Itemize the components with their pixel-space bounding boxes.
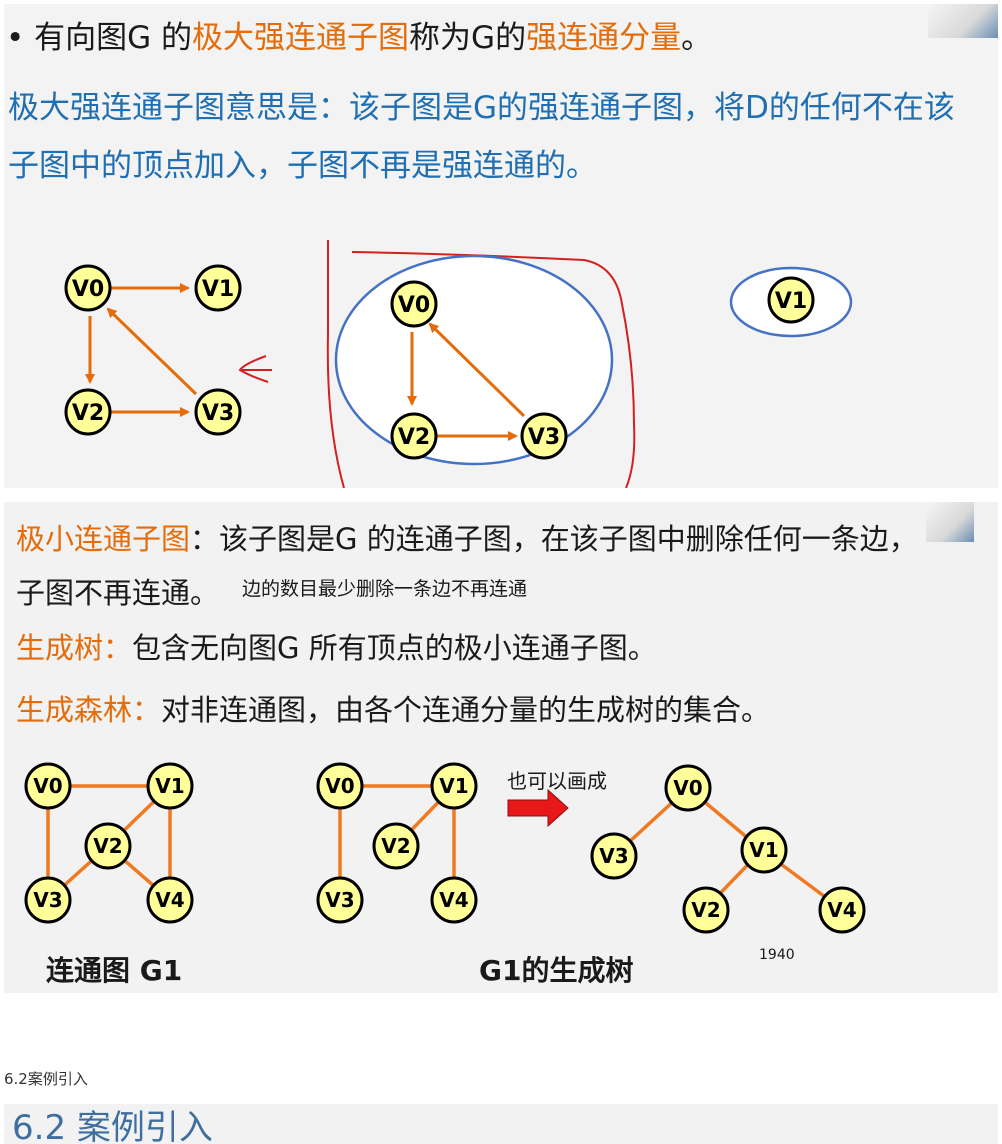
term-strong-component: 强连通分量 [526,20,682,56]
g1-node-v0: V0 [24,762,72,810]
svg-text:V1: V1 [155,774,184,798]
g1-node-v1: V1 [146,762,194,810]
def-min-connected-subgraph: 极小连通子图：该子图是G 的连通子图，在该子图中删除任何一条边， [16,516,918,558]
middle-component-graph: V0 V2 V3 [390,280,568,460]
g1-node-v2: V2 [84,822,132,870]
node-v2-mid: V2 [390,412,438,460]
svg-text:V4: V4 [827,898,856,922]
slide-case-intro: 6.2 案例引入 [4,1104,998,1144]
svg-text:V1: V1 [749,838,778,862]
node-v0: V0 [64,264,112,312]
alt-node-v0: V0 [664,764,712,812]
slide1-explanation-line1: 极大强连通子图意思是：该子图是G的强连通子图，将D的任何不在该 [8,90,955,126]
heading-text-e: 。 [681,20,713,56]
svg-text:V2: V2 [691,898,720,922]
slide-corner-decoration [928,4,998,38]
svg-text:V1: V1 [202,277,234,302]
alt-node-v4: V4 [818,886,866,934]
svg-text:V0: V0 [398,293,430,318]
section-heading-text: 6.2案例引入 [4,1070,88,1088]
term-min-connected-subgraph: 极小连通子图 [16,522,191,556]
svg-text:V1: V1 [439,774,468,798]
svg-text:V0: V0 [72,277,104,302]
bullet: • [6,20,25,56]
tree-node-v4: V4 [430,876,478,924]
caption-spanning-tree: G1的生成树 [479,954,634,987]
slide-corner-decoration-2 [926,502,974,542]
def-spanning-tree: 生成树：包含无向图G 所有顶点的极小连通子图。 [16,625,657,667]
tree-node-v3: V3 [316,876,364,924]
node-v3-mid: V3 [520,412,568,460]
svg-text:V3: V3 [202,401,234,426]
annotation-arrow-mark [238,355,272,383]
tree-node-v2: V2 [372,822,420,870]
svg-text:V0: V0 [33,774,62,798]
svg-text:V4: V4 [439,888,468,912]
left-directed-graph: V0 V1 V2 V3 [64,264,242,436]
slide-strong-connected: • 有向图G 的极大强连通子图称为G的强连通分量。 极大强连通子图意思是：该子图… [4,4,998,488]
slide-spanning-tree: 极小连通子图：该子图是G 的连通子图，在该子图中删除任何一条边， 子图不再连通。… [4,502,998,993]
node-v1-right: V1 [767,276,815,324]
g1-node-v3: V3 [24,876,72,924]
term-spanning-forest: 生成森林： [16,693,162,727]
alt-node-v3: V3 [590,832,638,880]
slide1-heading: • 有向图G 的极大强连通子图称为G的强连通分量。 [6,12,712,57]
def-spanning-forest-text: 对非连通图，由各个连通分量的生成树的集合。 [161,693,771,727]
edge-v3-v0-mid [428,322,526,418]
svg-text:V2: V2 [398,425,430,450]
caption-g1: 连通图 G1 [46,954,183,987]
svg-text:V2: V2 [72,401,104,426]
svg-text:V2: V2 [381,834,410,858]
number-label: 1940 [759,947,795,963]
graph-alt-tree: V0 V1 V2 V3 V4 [590,764,866,934]
svg-text:V0: V0 [673,776,702,800]
svg-text:V3: V3 [599,844,628,868]
node-v2: V2 [64,388,112,436]
term-spanning-tree: 生成树： [16,631,133,665]
red-arrow-icon [507,788,569,828]
svg-text:V3: V3 [33,888,62,912]
term-max-strong-subgraph: 极大强连通子图 [192,20,410,56]
svg-text:V0: V0 [325,774,354,798]
def-spanning-tree-text: 包含无向图G 所有顶点的极小连通子图。 [132,631,657,665]
def-spanning-forest: 生成森林：对非连通图，由各个连通分量的生成树的集合。 [16,687,770,729]
node-v3: V3 [194,388,242,436]
svg-text:V1: V1 [775,289,807,314]
slide1-diagram: V0 V1 V2 V3 V0 V2 V3 V1 [64,240,853,488]
heading-text-c: 称为G的 [409,20,527,56]
annotation-bracket [326,240,636,488]
svg-text:V2: V2 [93,834,122,858]
graph-spanning-tree: V0 V1 V2 V3 V4 [316,762,478,924]
handwritten-note: 边的数目最少删除一条边不再连通 [242,578,528,600]
svg-text:V3: V3 [528,425,560,450]
def-text: ：该子图是G 的连通子图，在该子图中删除任何一条边， [190,522,918,556]
svg-text:V4: V4 [155,888,184,912]
heading-text-a: 有向图G 的 [34,20,193,56]
slide1-explanation-line2: 子图中的顶点加入，子图不再是强连通的。 [8,148,597,184]
alt-node-v2: V2 [682,886,730,934]
graph-g1: V0 V1 V2 V3 V4 [24,762,194,924]
edge-v3-v0 [106,307,198,396]
slide3-title: 6.2 案例引入 [12,1108,213,1144]
node-v1: V1 [194,264,242,312]
node-v0-mid: V0 [390,280,438,328]
alt-node-v1: V1 [740,826,788,874]
slide2-diagram: V0 V1 V2 V3 V4 V0 V1 V2 V3 V4 V0 V1 [24,762,866,934]
arrow-note: 也可以画成 [507,769,607,793]
component-ellipse-large [334,254,614,466]
g1-node-v4: V4 [146,876,194,924]
def-continuation: 子图不再连通。 [16,576,220,610]
tree-node-v0: V0 [316,762,364,810]
tree-node-v1: V1 [430,762,478,810]
svg-text:V3: V3 [325,888,354,912]
